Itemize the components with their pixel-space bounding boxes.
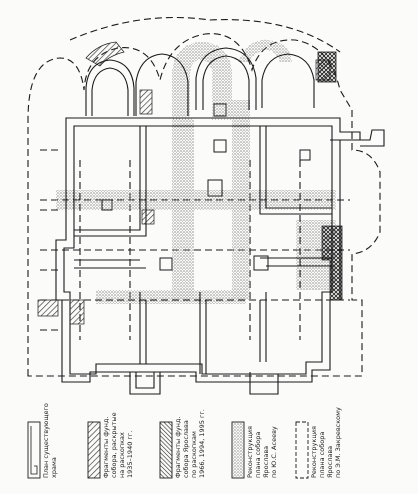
legend-caption-line: Фрагменты фунд. [102, 417, 110, 478]
legend-caption-line: по Ю.С. Асееву [270, 426, 278, 478]
legend-caption-line: по Э.М. Закревскому [334, 407, 342, 478]
legend-caption-line: Ярослава [326, 446, 334, 478]
legend-swatch [87, 421, 101, 479]
legend-swatch [159, 421, 173, 479]
fragments-1966-1995 [317, 51, 343, 301]
legend-caption-line: на раскопках [118, 432, 126, 478]
legend-caption-line: Ярослава [262, 446, 270, 478]
legend-caption-line: по раскопкам [190, 431, 198, 478]
legend-caption-line: собора Ярослава [182, 420, 190, 478]
legend-caption-line: плана собора [318, 432, 326, 478]
legend-caption-line: Реконструкция [310, 426, 318, 478]
legend-caption-line: храма [50, 457, 58, 478]
legend-caption-line: 1935–1940 гг. [126, 431, 134, 478]
legend-caption-line: 1966, 1994, 1995 гг. [198, 409, 206, 478]
legend-caption-line: Реконструкция [246, 426, 254, 478]
piers [101, 103, 311, 271]
legend-swatch [231, 421, 245, 479]
legend-caption-line: плана собора [254, 432, 262, 478]
legend-swatch [27, 421, 41, 479]
legend-caption-line: План существующего [42, 403, 50, 478]
legend-swatch [295, 421, 309, 479]
legend-caption-line: Фрагменты фунд. [174, 417, 182, 478]
legend-caption-line: собора, раскрытые [110, 412, 118, 478]
